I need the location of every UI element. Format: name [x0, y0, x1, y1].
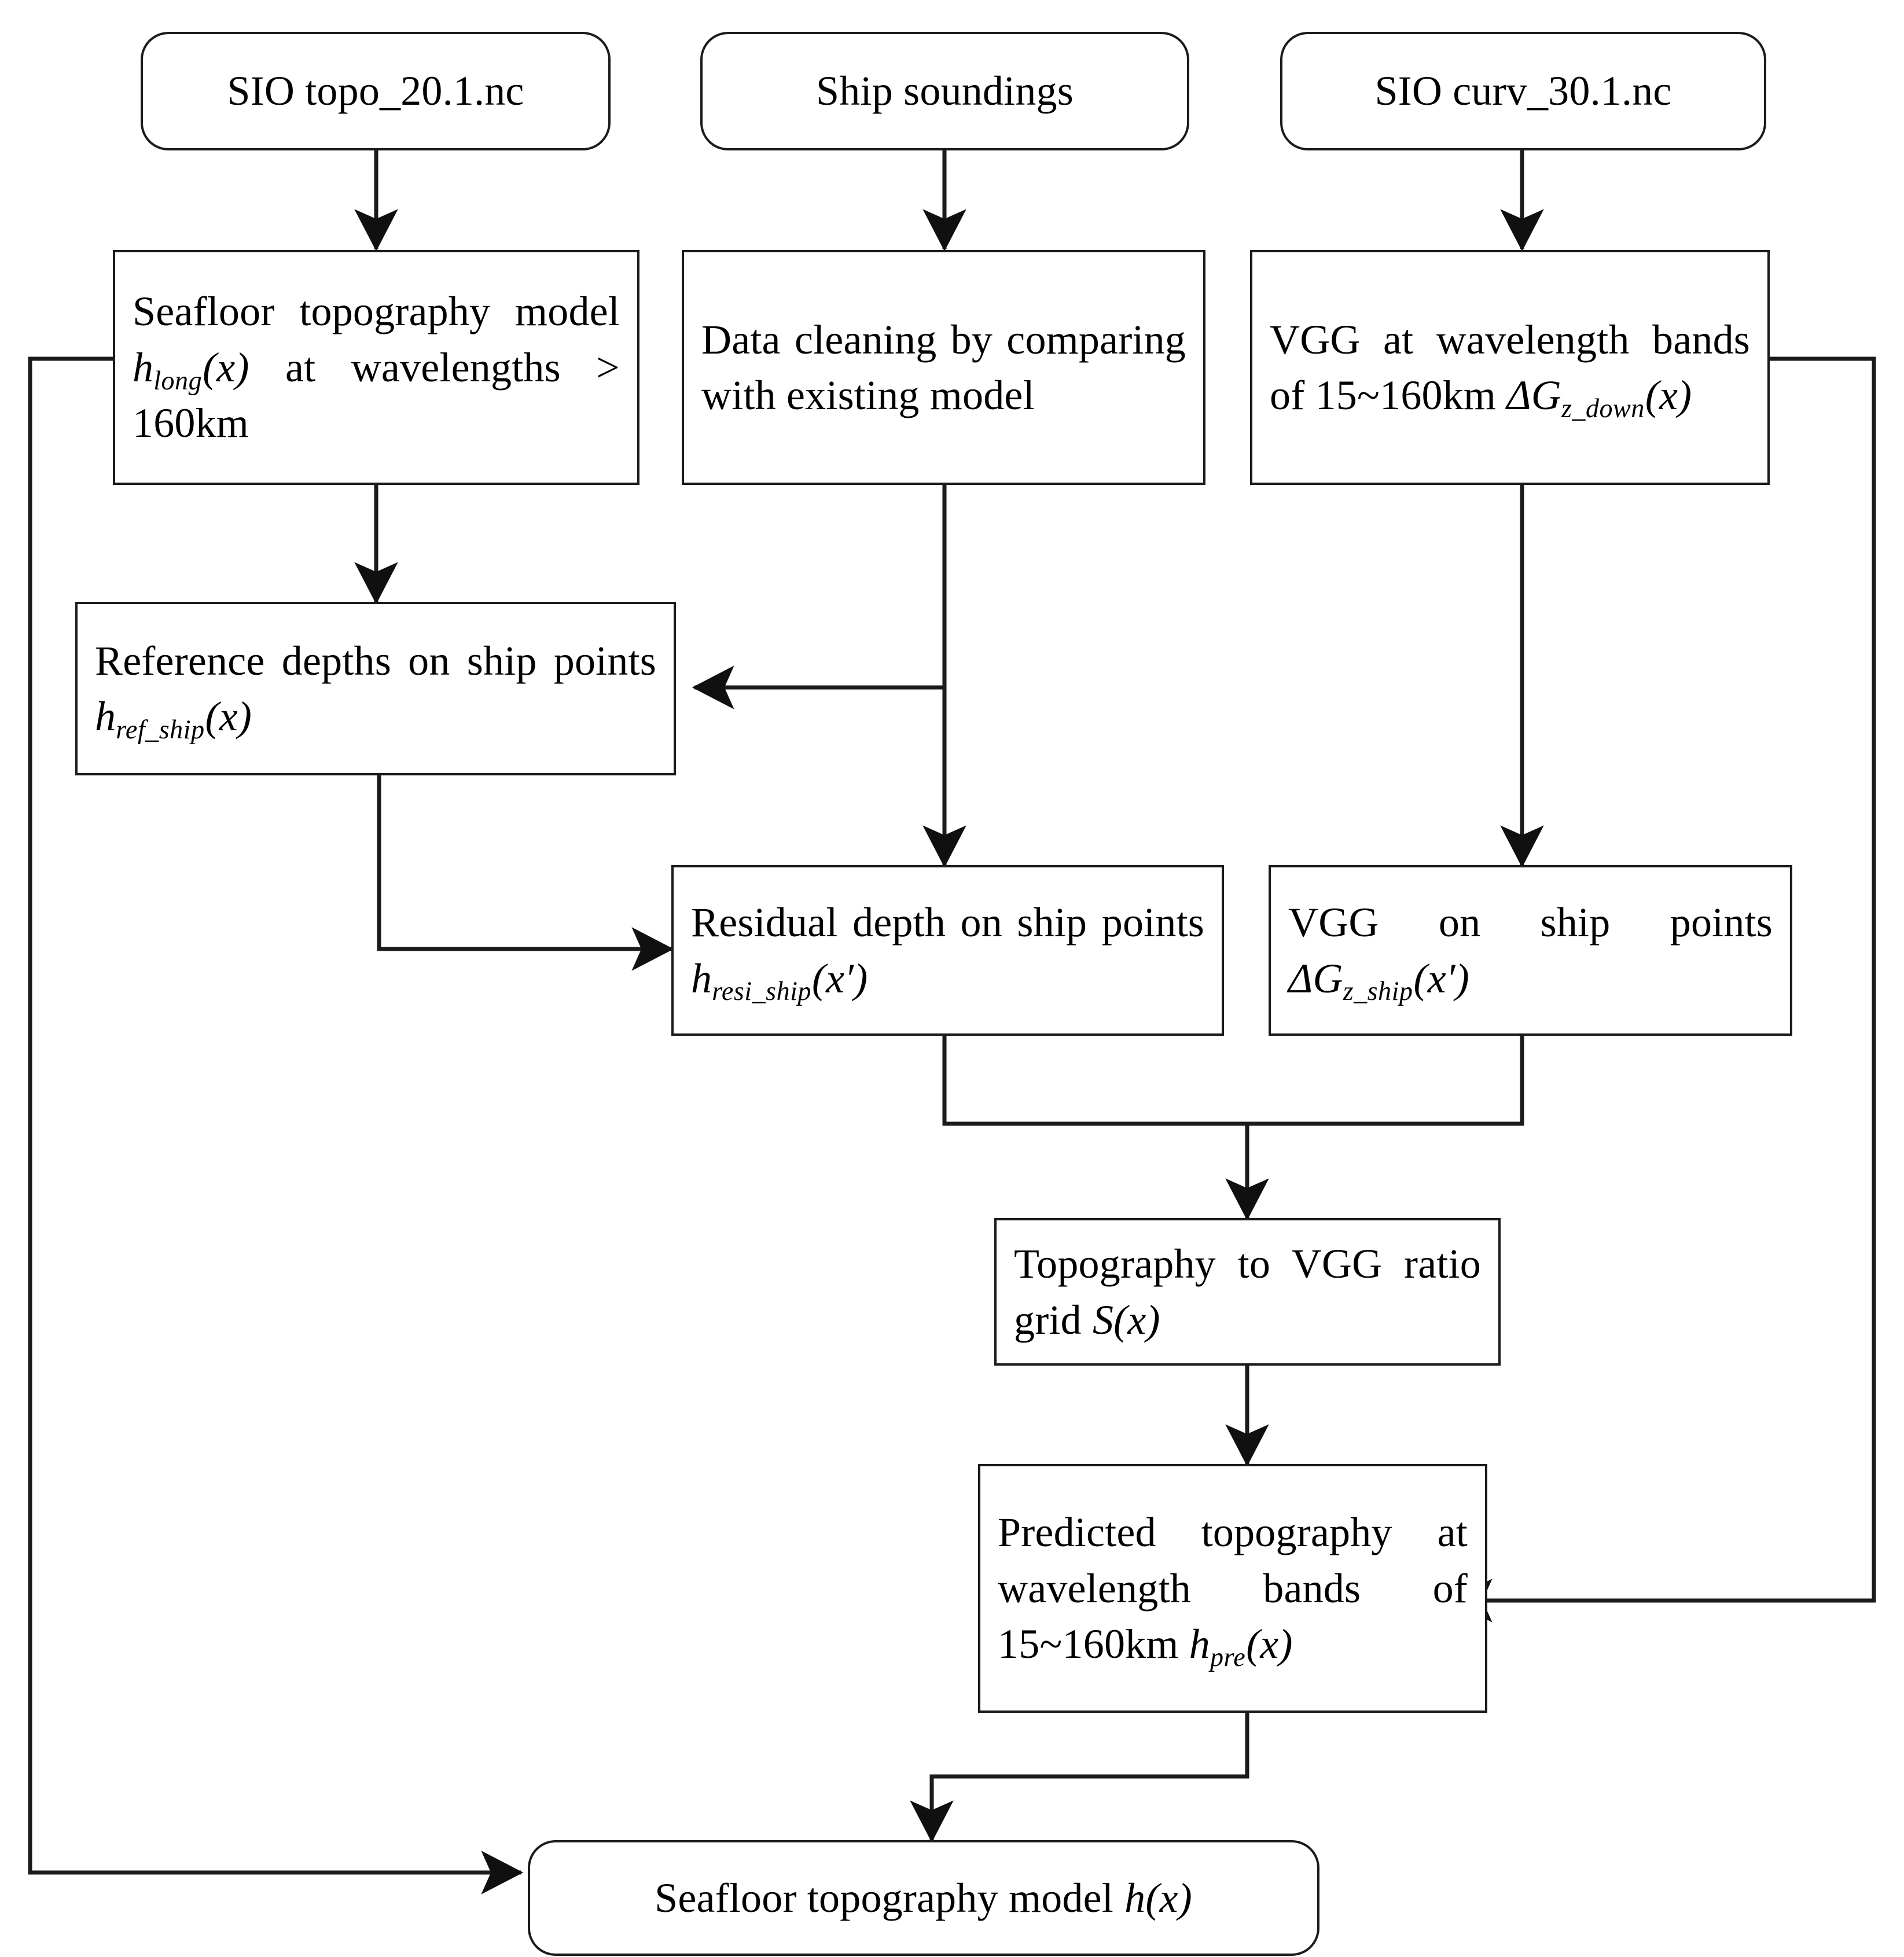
vgg-ship-line2-arg: (x′) — [1413, 955, 1469, 1002]
node-ratio-grid[interactable]: Topography to VGG ratio grid S(x) — [994, 1218, 1501, 1366]
node-seafloor-long[interactable]: Seafloor topography model hlong(x) at wa… — [113, 250, 639, 485]
seafloor-long-line2-arg: (x) — [203, 344, 249, 391]
data-cleaning-line1: Data cleaning by — [701, 316, 993, 363]
vgg-band-line1: VGG at wavelength — [1270, 316, 1630, 363]
node-predicted-topo-label: Predicted topography at wavelength bands… — [980, 1504, 1485, 1672]
data-cleaning-line2: comparing with — [701, 316, 1186, 418]
edge-predicted-topo-to-final-model — [910, 1713, 1249, 1843]
node-ship-soundings[interactable]: Ship soundings — [700, 32, 1189, 150]
vgg-ship-line1: VGG on ship points — [1288, 899, 1773, 946]
vgg-band-line3-sub: z_down — [1561, 393, 1645, 423]
seafloor-long-line1: Seafloor topography — [133, 288, 491, 335]
data-cleaning-line3: existing model — [786, 372, 1035, 418]
node-residual-depth[interactable]: Residual depth on ship points hresi_ship… — [671, 865, 1224, 1036]
node-ratio-grid-label: Topography to VGG ratio grid S(x) — [997, 1236, 1498, 1348]
node-sio-topo-label: SIO topo_20.1.nc — [227, 68, 524, 115]
node-ref-depths-label: Reference depths on ship points href_shi… — [78, 633, 674, 745]
node-ship-soundings-label: Ship soundings — [816, 68, 1074, 115]
node-ref-depths[interactable]: Reference depths on ship points href_shi… — [75, 602, 676, 775]
edge-data-cleaning-to-ref-depths — [692, 485, 947, 709]
vgg-ship-line2-sub: z_ship — [1343, 976, 1413, 1006]
predicted-topo-line1: Predicted topography at — [998, 1509, 1468, 1556]
node-seafloor-long-label: Seafloor topography model hlong(x) at wa… — [115, 284, 637, 451]
seafloor-long-line2-var: h — [133, 344, 154, 391]
node-predicted-topo[interactable]: Predicted topography at wavelength bands… — [978, 1464, 1487, 1713]
node-data-cleaning[interactable]: Data cleaning by comparing with existing… — [682, 250, 1205, 485]
ref-depths-line2-sub: ref_ship — [116, 714, 205, 744]
node-final-model[interactable]: Seafloor topography model h(x) — [528, 1840, 1319, 1956]
final-model-label-var: h(x) — [1124, 1874, 1192, 1921]
vgg-ship-line2-var: ΔG — [1288, 955, 1343, 1002]
vgg-band-line3-var: ΔG — [1506, 372, 1561, 418]
seafloor-long-line2-sub: long — [153, 365, 203, 395]
edge-ref-depths-to-residual-depth — [377, 775, 674, 971]
predicted-topo-line3-var: h — [1189, 1621, 1210, 1668]
ref-depths-line2-a: points — [553, 637, 656, 684]
final-model-label-a: Seafloor topography model — [655, 1874, 1113, 1921]
ref-depths-line2-var: h — [95, 693, 116, 740]
predicted-topo-line2: wavelength bands of — [998, 1565, 1468, 1612]
predicted-topo-line3-sub: pre — [1210, 1642, 1246, 1672]
node-vgg-band[interactable]: VGG at wavelength bands of 15~160km ΔGz_… — [1250, 250, 1770, 485]
edge-residual-depth-merge — [942, 1036, 1524, 1126]
node-vgg-band-label: VGG at wavelength bands of 15~160km ΔGz_… — [1252, 312, 1767, 424]
seafloor-long-line2-b: at — [285, 344, 316, 391]
node-final-model-label: Seafloor topography model h(x) — [530, 1870, 1317, 1926]
node-vgg-ship-label: VGG on ship points ΔGz_ship(x′) — [1271, 895, 1790, 1006]
ratio-grid-line2-var: S(x) — [1092, 1296, 1160, 1343]
vgg-band-line3-arg: (x) — [1645, 372, 1692, 418]
node-vgg-ship[interactable]: VGG on ship points ΔGz_ship(x′) — [1269, 865, 1792, 1036]
edge-feedback-left — [28, 356, 524, 1895]
seafloor-long-line2-a: model — [515, 288, 620, 335]
residual-depth-line2-a: points — [1101, 899, 1205, 946]
ratio-grid-line1: Topography to VGG — [1014, 1241, 1383, 1288]
node-residual-depth-label: Residual depth on ship points hresi_ship… — [674, 895, 1222, 1006]
residual-depth-line1: Residual depth on ship — [691, 899, 1087, 946]
residual-depth-line2-arg: (x′) — [811, 955, 868, 1002]
ref-depths-line1: Reference depths on ship — [95, 637, 537, 684]
node-sio-curv-label: SIO curv_30.1.nc — [1374, 68, 1672, 115]
ref-depths-line2-arg: (x) — [205, 693, 252, 740]
residual-depth-line2-sub: resi_ship — [712, 976, 811, 1006]
predicted-topo-line3-arg: (x) — [1246, 1621, 1293, 1668]
node-sio-curv[interactable]: SIO curv_30.1.nc — [1280, 32, 1766, 150]
node-sio-topo[interactable]: SIO topo_20.1.nc — [141, 32, 611, 150]
node-data-cleaning-label: Data cleaning by comparing with existing… — [684, 312, 1203, 424]
residual-depth-line2-var: h — [691, 955, 712, 1002]
predicted-topo-line3-a: 15~160km — [998, 1621, 1179, 1668]
